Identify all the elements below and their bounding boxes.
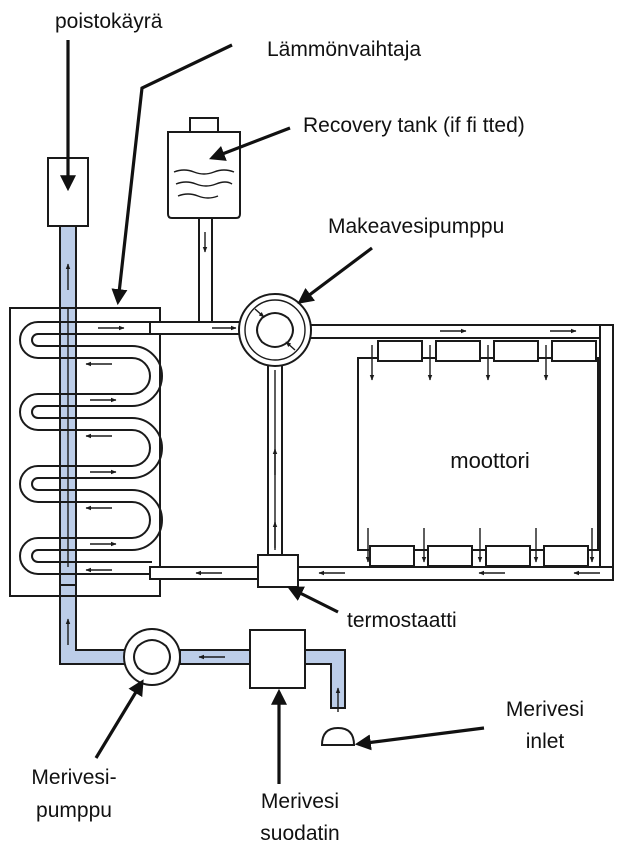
- jacket-port-top-2: [435, 340, 481, 362]
- jacket-port-top-1: [377, 340, 423, 362]
- label-seawater-pump-2: pumppu: [36, 799, 112, 822]
- label-seawater-inlet-1: Merivesi: [506, 698, 584, 721]
- pointer-recovery-tank: [209, 126, 291, 161]
- freshwater-pump-swirl-arrow-1: [254, 308, 265, 318]
- label-freshwater-pump: Makeavesipumppu: [328, 215, 504, 238]
- freshwater-pump-swirl-arrow-2: [285, 341, 296, 351]
- seawater-pump: [123, 628, 181, 686]
- label-seawater-inlet-2: inlet: [526, 730, 565, 753]
- label-thermostat: termostaatti: [347, 609, 457, 632]
- label-seawater-pump-1: Merivesi-: [31, 766, 116, 789]
- recovery-tank: [167, 117, 241, 219]
- seawater-inlet-fitting: [320, 726, 356, 746]
- recovery-tank-waterline-3: [177, 193, 219, 199]
- jacket-port-bottom-2: [427, 545, 473, 567]
- jacket-port-bottom-4: [543, 545, 589, 567]
- pointer-seawater-inlet: [354, 726, 485, 751]
- pointer-heat-exchanger: [111, 43, 233, 306]
- pipe-engine-right-side: [599, 324, 614, 581]
- heat-exchanger: [9, 307, 163, 597]
- recovery-tank-cap: [189, 117, 219, 133]
- jacket-port-top-4: [551, 340, 597, 362]
- seawater-pump-impeller: [133, 639, 171, 675]
- recovery-tank-body: [167, 131, 241, 219]
- jacket-port-bottom-1: [369, 545, 415, 567]
- heat-exchanger-coil-inner: [31, 333, 163, 563]
- pointer-seawater-pump: [94, 679, 144, 759]
- seawater-pipe-intake-riser: [304, 649, 346, 709]
- thermostat-box: [257, 554, 299, 588]
- label-exhaust-elbow: poistokäyrä: [55, 10, 163, 33]
- freshwater-pump: [238, 293, 312, 367]
- heat-exchanger-coil-outer: [19, 321, 152, 575]
- label-recovery-tank: Recovery tank (if fi tted): [303, 114, 525, 137]
- label-seawater-filter-2: suodatin: [260, 822, 339, 845]
- engine-block: moottori: [357, 340, 599, 567]
- label-heat-exchanger: Lämmönvaihtaja: [267, 38, 421, 61]
- freshwater-circuit: [149, 215, 614, 581]
- pointer-thermostat: [287, 586, 339, 614]
- heat-exchanger-housing: [9, 307, 161, 597]
- jacket-port-bottom-3: [485, 545, 531, 567]
- pipe-engine-to-thermostat: [297, 566, 614, 581]
- jacket-port-top-3: [493, 340, 539, 362]
- seawater-filter-box: [249, 629, 306, 689]
- engine-label: moottori: [450, 448, 529, 473]
- recovery-tank-waterline-2: [175, 181, 233, 187]
- pointer-freshwater-pump: [297, 246, 373, 304]
- recovery-tank-waterline-1: [173, 169, 235, 175]
- label-seawater-filter-1: Merivesi: [261, 790, 339, 813]
